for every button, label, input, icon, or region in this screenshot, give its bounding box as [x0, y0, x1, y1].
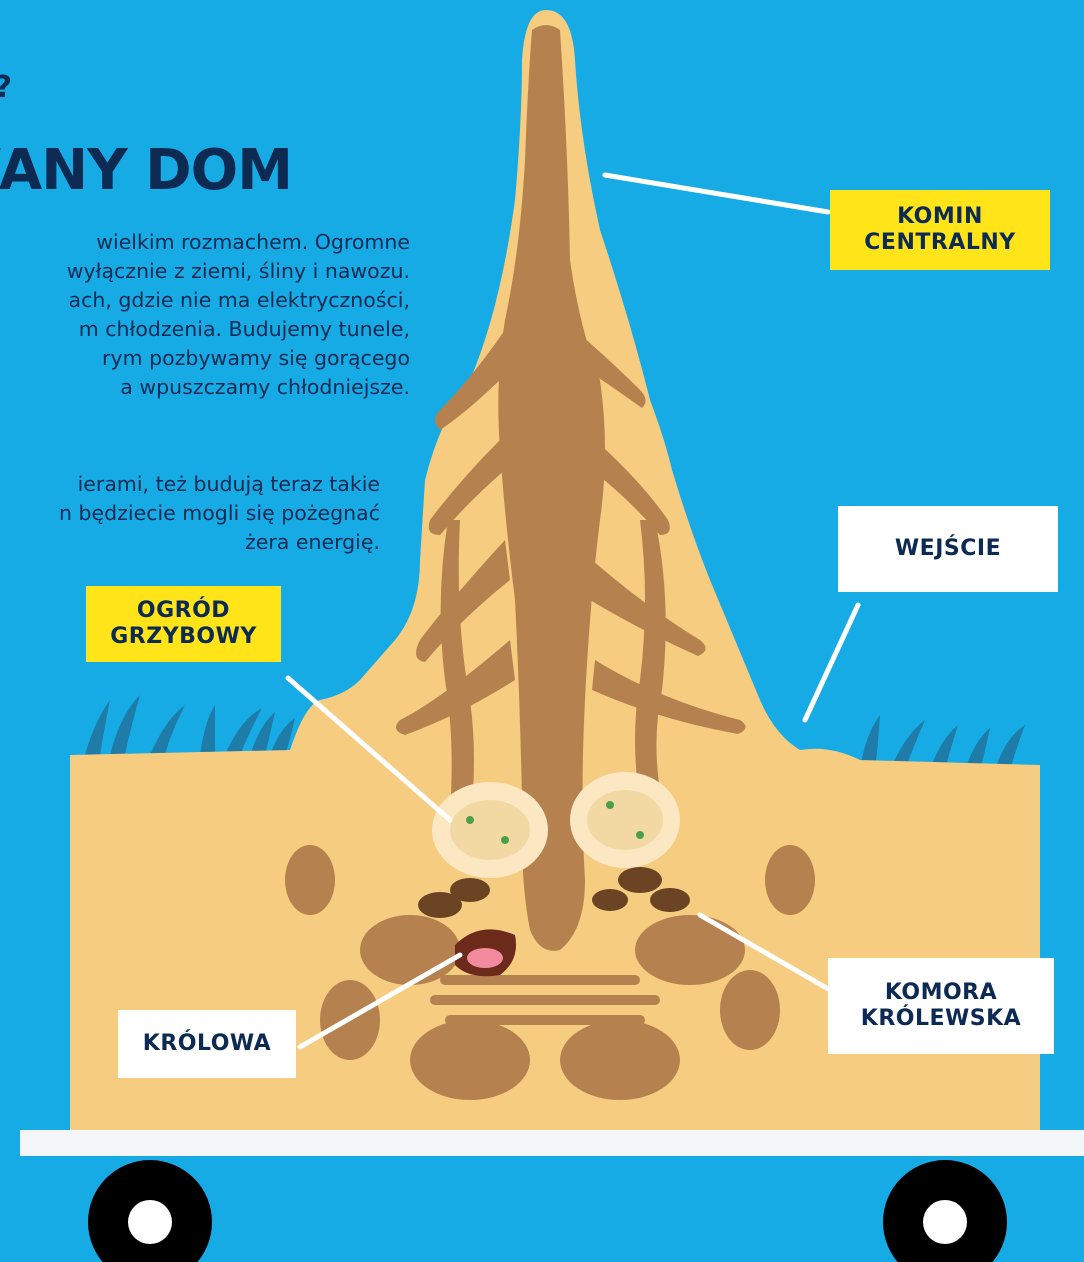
- intro-line: wyłącznie z ziemi, śliny i nawozu.: [0, 257, 410, 286]
- label-komin-line-2: CENTRALNY: [864, 230, 1015, 256]
- label-komora-line-2: KRÓLEWSKA: [861, 1006, 1021, 1032]
- label-komin-line-1: KOMIN: [897, 204, 983, 230]
- intro-line: żera energię.: [0, 528, 380, 557]
- label-ogrod-line-2: GRZYBOWY: [110, 624, 257, 650]
- intro-paragraph-1: wielkim rozmachem. Ogromne wyłącznie z z…: [0, 228, 410, 402]
- page-mark: ?: [0, 70, 14, 100]
- label-krolowa-line-1: KRÓLOWA: [143, 1031, 271, 1057]
- label-komin-centralny: KOMIN CENTRALNY: [830, 190, 1050, 270]
- cart-platform: [20, 1130, 1084, 1156]
- label-komora-krolewska: KOMORA KRÓLEWSKA: [828, 958, 1054, 1054]
- intro-line: ach, gdzie nie ma elektryczności,: [0, 286, 410, 315]
- page-title-text: WANY DOM: [0, 138, 292, 203]
- intro-line: m chłodzenia. Budujemy tunele,: [0, 315, 410, 344]
- page-title: WANY DOM: [0, 138, 300, 218]
- intro-line: ierami, też budują teraz takie: [0, 470, 380, 499]
- label-ogrod-line-1: OGRÓD: [137, 598, 230, 624]
- label-ogrod-grzybowy: OGRÓD GRZYBOWY: [86, 586, 281, 662]
- intro-line: n będziecie mogli się pożegnać: [0, 499, 380, 528]
- label-krolowa: KRÓLOWA: [118, 1010, 296, 1078]
- intro-paragraph-2: ierami, też budują teraz takie n będziec…: [0, 470, 380, 557]
- label-wejscie: WEJŚCIE: [838, 506, 1058, 592]
- label-komora-line-1: KOMORA: [885, 980, 997, 1006]
- intro-line: rym pozbywamy się gorącego: [0, 344, 410, 373]
- label-wejscie-line-1: WEJŚCIE: [895, 536, 1001, 562]
- intro-line: a wpuszczamy chłodniejsze.: [0, 373, 410, 402]
- intro-line: wielkim rozmachem. Ogromne: [0, 228, 410, 257]
- page-mark-text: ?: [0, 70, 12, 100]
